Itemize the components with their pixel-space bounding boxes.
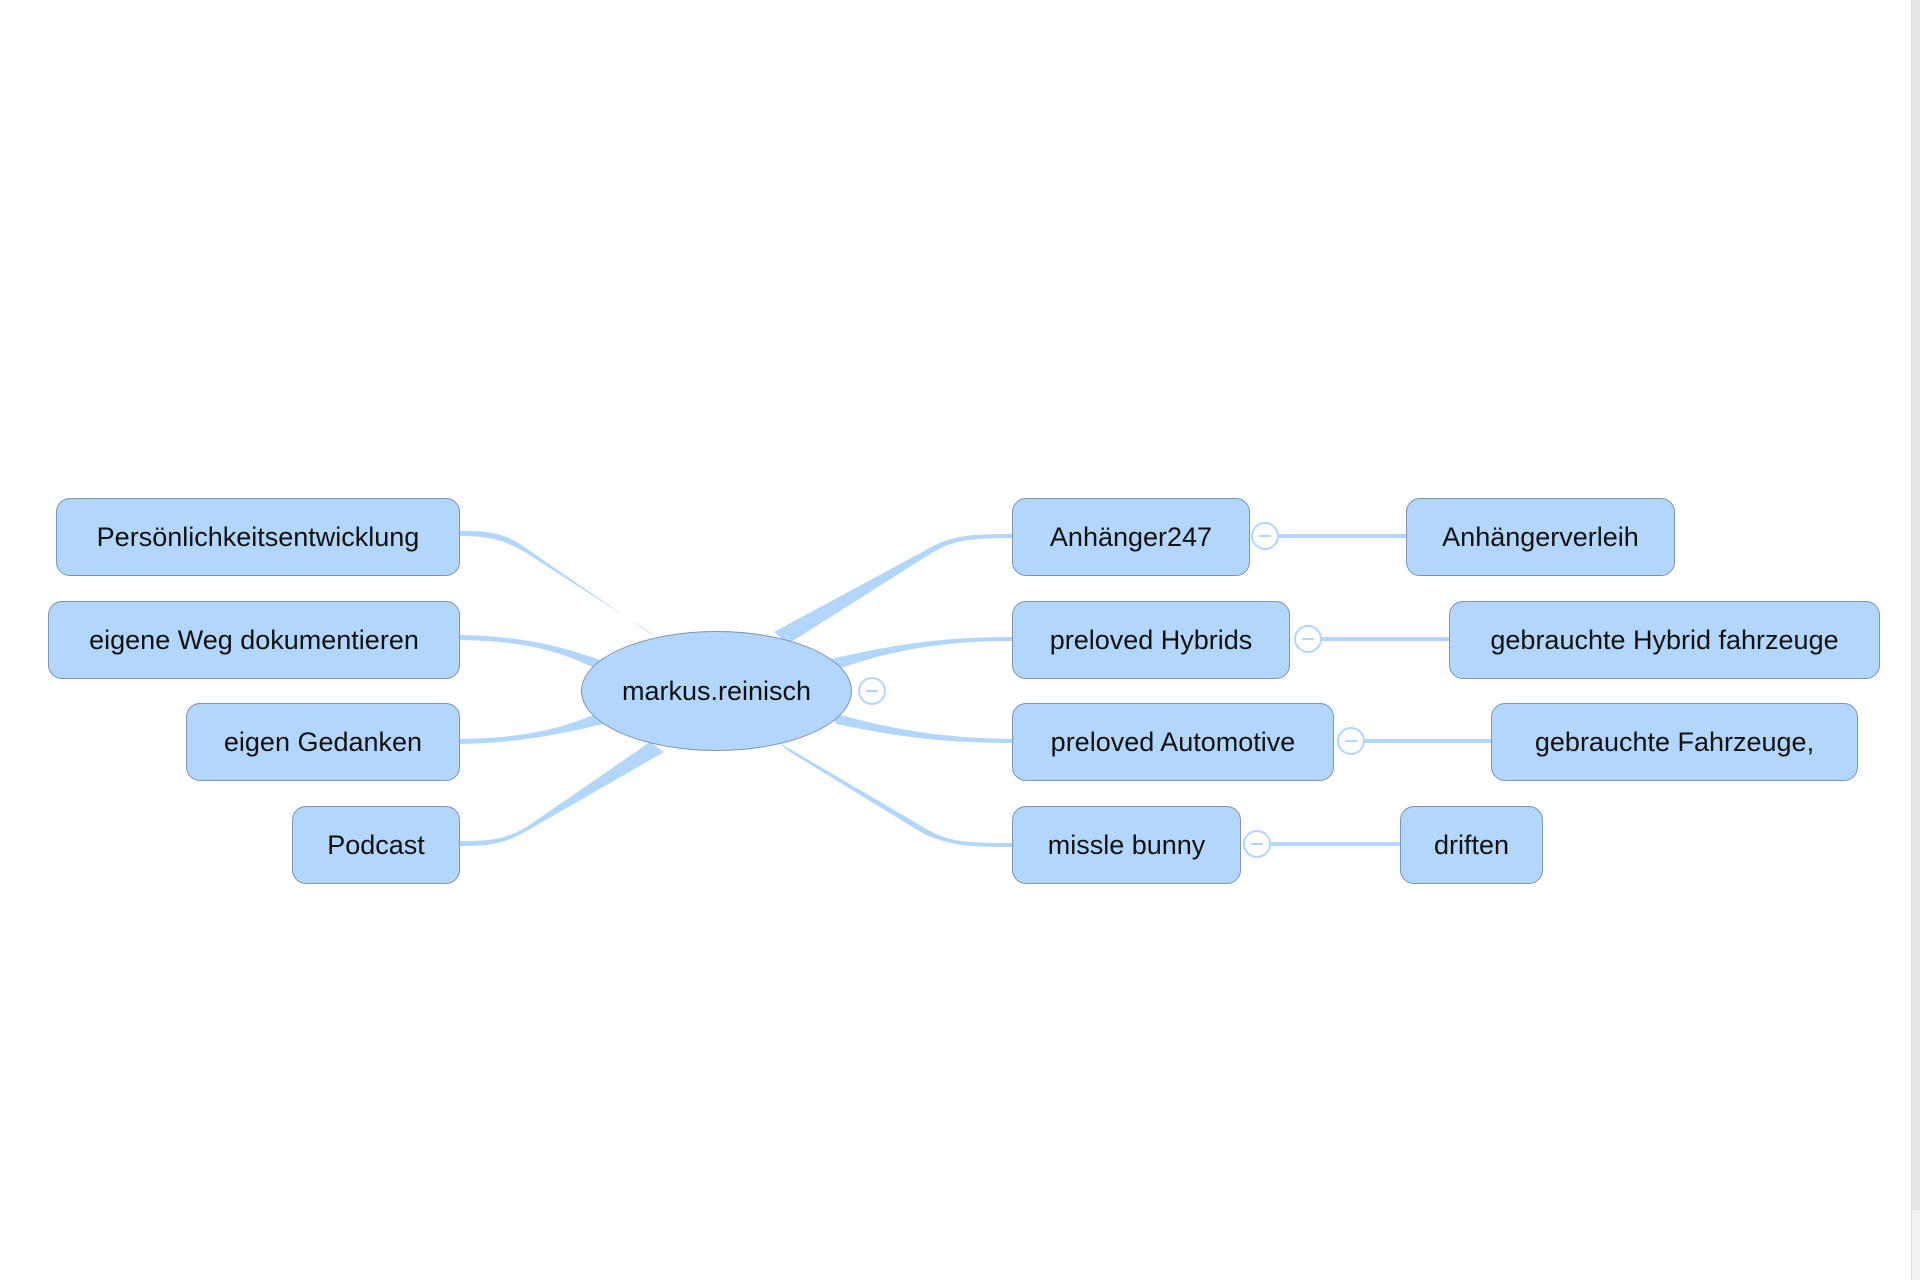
node-label: Persönlichkeitsentwicklung: [96, 521, 420, 552]
root-node[interactable]: markus.reinisch: [581, 631, 852, 751]
link-root-eigen-gedanken: [460, 712, 604, 744]
node-anhanger247[interactable]: Anhänger247: [1012, 498, 1250, 576]
node-missle-bunny[interactable]: missle bunny: [1012, 806, 1241, 884]
node-gebrauchte-hybrid-fahrzeuge[interactable]: gebrauchte Hybrid fahrzeuge: [1449, 601, 1880, 679]
link-root-preloved-hybrids: [826, 637, 1012, 670]
root-node-label: markus.reinisch: [621, 675, 812, 706]
node-preloved-hybrids[interactable]: preloved Hybrids: [1012, 601, 1290, 679]
node-label: missle bunny: [1047, 829, 1206, 860]
node-driften[interactable]: driften: [1400, 806, 1543, 884]
link-root-preloved-automotive: [830, 712, 1012, 743]
missle-bunny-collapse-toggle[interactable]: [1243, 830, 1271, 858]
node-preloved-automotive[interactable]: preloved Automotive: [1012, 703, 1334, 781]
node-label: gebrauchte Hybrid fahrzeuge: [1490, 624, 1839, 655]
anhanger247-collapse-toggle[interactable]: [1251, 522, 1279, 550]
node-label: Anhängerverleih: [1442, 521, 1639, 552]
link-root-anhanger247: [774, 534, 1012, 644]
node-label: eigen Gedanken: [223, 726, 423, 757]
node-label: eigene Weg dokumentieren: [89, 624, 419, 655]
link-root-missle-bunny: [778, 742, 1012, 847]
node-label: Podcast: [327, 829, 425, 860]
node-personlichkeitsentwicklung[interactable]: Persönlichkeitsentwicklung: [56, 498, 460, 576]
node-label: driften: [1433, 829, 1510, 860]
root-collapse-toggle[interactable]: [858, 677, 886, 705]
preloved-automotive-collapse-toggle[interactable]: [1337, 727, 1365, 755]
node-label: gebrauchte Fahrzeuge,: [1534, 726, 1815, 757]
link-root-podcast: [460, 742, 664, 846]
preloved-hybrids-collapse-toggle[interactable]: [1294, 625, 1322, 653]
node-podcast[interactable]: Podcast: [292, 806, 460, 884]
link-root-eigene-weg: [460, 635, 600, 670]
node-label: preloved Automotive: [1050, 726, 1296, 757]
vertical-scrollbar[interactable]: [1911, 0, 1920, 1280]
node-label: preloved Hybrids: [1049, 624, 1253, 655]
scrollbar-thumb[interactable]: [1912, 0, 1920, 1210]
node-anhangerverleih[interactable]: Anhängerverleih: [1406, 498, 1675, 576]
node-label: Anhänger247: [1049, 521, 1213, 552]
link-root-personlichkeitsentwicklung: [460, 531, 662, 640]
node-eigen-gedanken[interactable]: eigen Gedanken: [186, 703, 460, 781]
node-gebrauchte-fahrzeuge[interactable]: gebrauchte Fahrzeuge,: [1491, 703, 1858, 781]
node-eigene-weg-dokumentieren[interactable]: eigene Weg dokumentieren: [48, 601, 460, 679]
